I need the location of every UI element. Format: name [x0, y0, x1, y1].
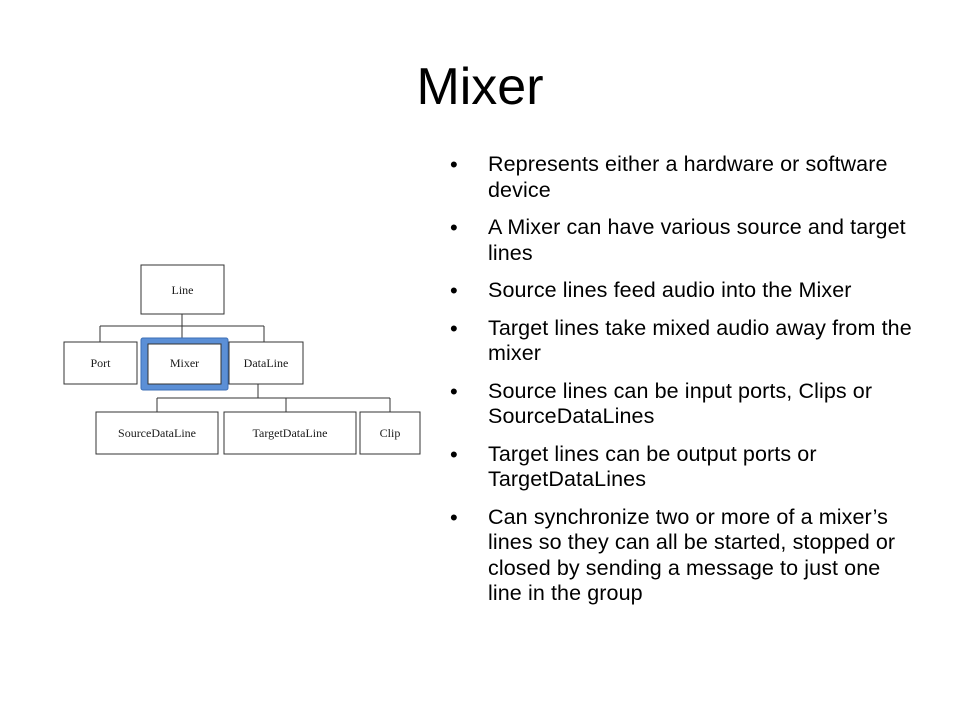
connectors-dataline-children: [156, 384, 391, 412]
bullet-item: Represents either a hardware or software…: [450, 152, 920, 203]
node-dataline-label: DataLine: [244, 356, 289, 370]
node-dataline: DataLine: [228, 341, 304, 385]
bullet-item: A Mixer can have various source and targ…: [450, 215, 920, 266]
bullet-item: Target lines take mixed audio away from …: [450, 316, 920, 367]
slide-title: Mixer: [416, 58, 544, 116]
node-mixer: Mixer: [140, 337, 229, 391]
class-hierarchy-diagram: Line Port Mixer DataLine SourceDataLine …: [63, 264, 421, 455]
node-clip: Clip: [359, 411, 421, 455]
node-sourcedataline: SourceDataLine: [95, 411, 219, 455]
bullet-item: Target lines can be output ports or Targ…: [450, 442, 920, 493]
bullet-item: Source lines can be input ports, Clips o…: [450, 379, 920, 430]
node-port-label: Port: [90, 356, 111, 370]
bullet-list: Represents either a hardware or software…: [450, 152, 920, 619]
node-targetdataline-label: TargetDataLine: [253, 426, 328, 440]
node-clip-label: Clip: [380, 426, 401, 440]
node-line: Line: [140, 264, 225, 315]
bullet-item: Can synchronize two or more of a mixer’s…: [450, 505, 920, 607]
node-targetdataline: TargetDataLine: [223, 411, 357, 455]
node-port: Port: [63, 341, 138, 385]
node-line-label: Line: [172, 283, 194, 297]
node-sourcedataline-label: SourceDataLine: [118, 426, 196, 440]
node-mixer-label: Mixer: [170, 356, 199, 370]
bullet-item: Source lines feed audio into the Mixer: [450, 278, 920, 304]
